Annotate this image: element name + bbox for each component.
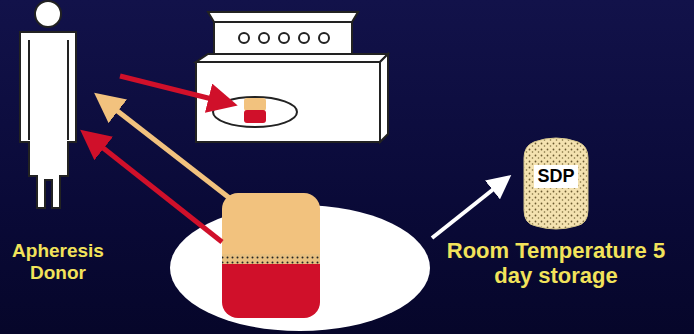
separated-blood-bag bbox=[170, 193, 430, 331]
body bbox=[20, 32, 76, 208]
apheresis-machine bbox=[196, 12, 388, 142]
return-red-cell-arrow bbox=[88, 136, 222, 242]
donor-label: Apheresis Donor bbox=[2, 240, 114, 284]
bag-shape: SDP bbox=[522, 136, 590, 230]
product-arrow bbox=[432, 180, 505, 238]
return-plasma-arrow bbox=[102, 99, 232, 200]
bag-label: SDP bbox=[534, 165, 577, 188]
bag-body bbox=[524, 138, 588, 229]
draw-arrow bbox=[120, 76, 228, 103]
donor-figure: Apheresis Donor bbox=[0, 0, 116, 284]
platelet-bag: SDP Room Temperature 5 day storage bbox=[428, 136, 684, 296]
head bbox=[35, 1, 61, 27]
storage-note: Room Temperature 5 day storage bbox=[436, 238, 676, 289]
arm-line bbox=[28, 40, 30, 140]
arm-line bbox=[67, 40, 69, 140]
